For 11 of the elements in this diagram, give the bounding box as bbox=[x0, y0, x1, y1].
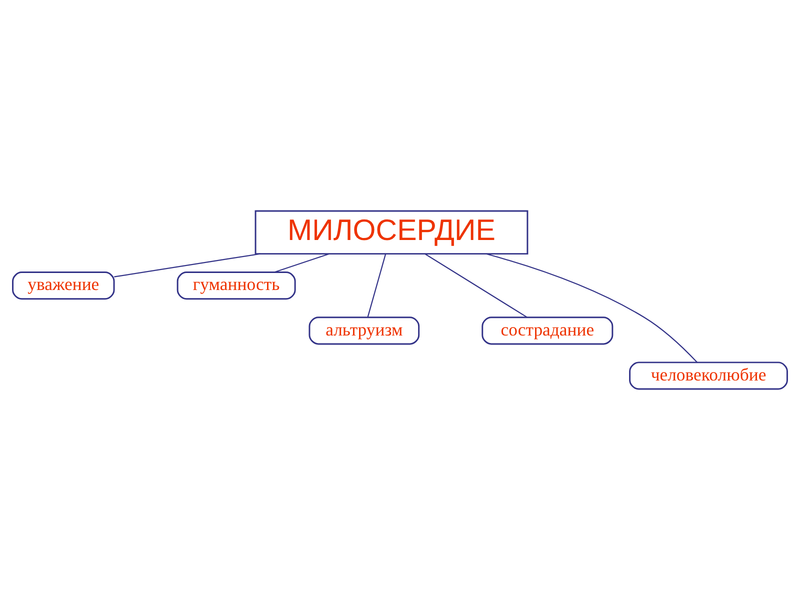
node-box: сострадание bbox=[482, 316, 614, 345]
connector bbox=[486, 253, 698, 363]
node-box: гуманность bbox=[176, 272, 296, 300]
node-box: уважение bbox=[12, 272, 115, 300]
connector bbox=[274, 253, 330, 273]
node-box: МИЛОСЕРДИЕ bbox=[254, 210, 528, 255]
node-box: альтруизм bbox=[308, 316, 420, 345]
connector bbox=[367, 254, 386, 318]
connector bbox=[424, 253, 528, 318]
node-box: человеколюбие bbox=[629, 362, 788, 390]
connector bbox=[114, 253, 260, 278]
